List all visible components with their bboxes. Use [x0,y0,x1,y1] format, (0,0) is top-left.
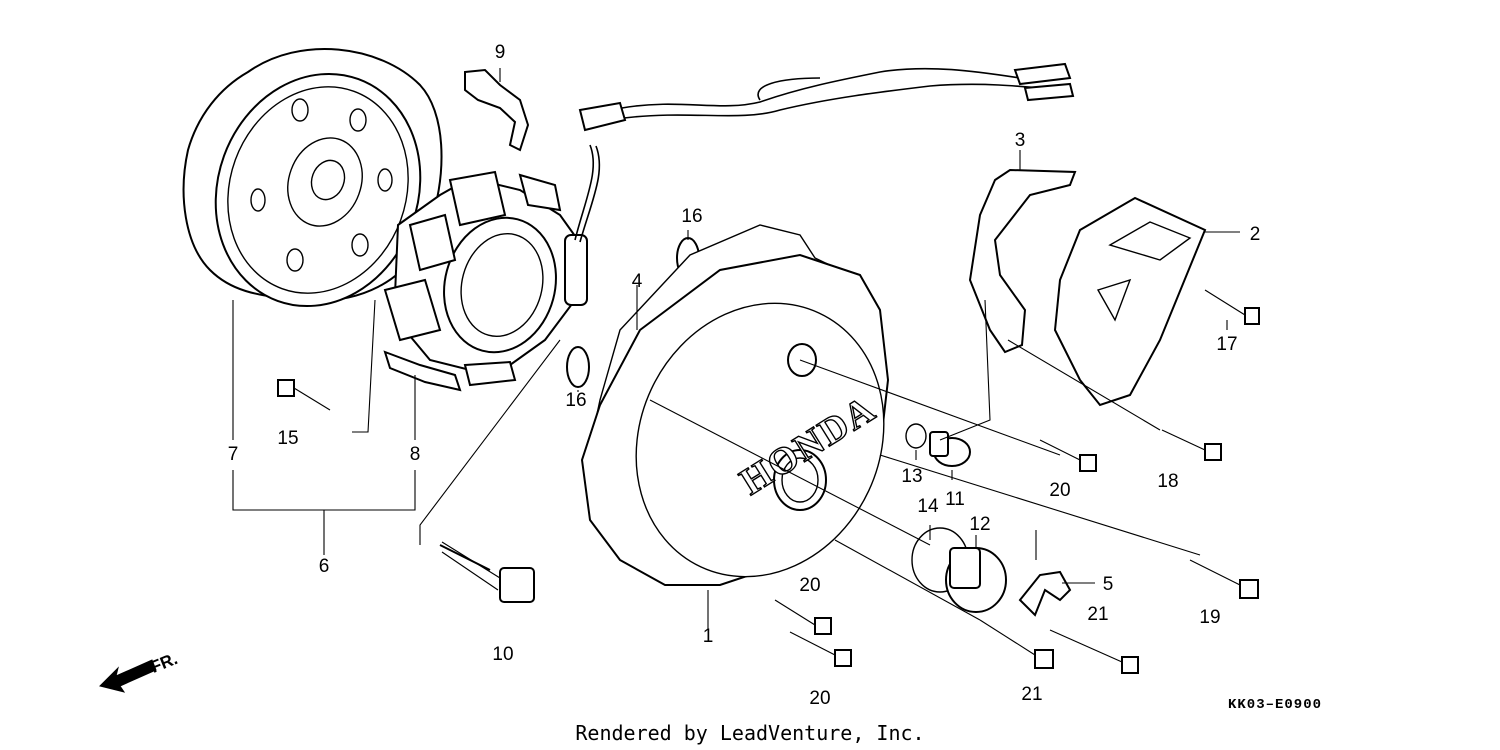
leader-lines [232,68,1240,630]
label-part-21-right: 21 [1087,604,1108,625]
label-part-21-bottom: 21 [1021,684,1042,705]
bolts [277,289,1260,674]
front-label: FR. [148,649,181,677]
label-part-16-lower: 16 [565,390,586,411]
label-part-5: 5 [1103,574,1114,595]
label-part-20-bottom: 20 [809,688,830,709]
label-part-16-upper: 16 [681,206,702,227]
left-crankcase-cover: HONDA [580,253,890,586]
label-part-2: 2 [1250,224,1261,245]
label-part-1: 1 [703,626,714,647]
front-direction-indicator: FR. [99,649,181,693]
label-part-17: 17 [1216,334,1237,355]
wire-clip [464,68,530,152]
label-part-12: 12 [969,514,990,535]
flywheel [182,48,443,308]
sprocket-cover [1053,196,1207,407]
label-part-6: 6 [319,556,330,577]
label-part-8: 8 [410,444,421,465]
timing-hole-cap-parts [905,423,1007,613]
wire-harness [574,62,1075,243]
label-part-7: 7 [228,444,239,465]
label-part-4: 4 [632,271,643,292]
label-part-3: 3 [1015,130,1026,151]
cable-clamp [1018,570,1072,617]
credit-text: Rendered by LeadVenture, Inc. [575,721,924,745]
label-part-19: 19 [1199,607,1220,628]
stator [383,170,588,392]
label-part-11: 11 [945,489,965,510]
arrow-icon [99,659,157,693]
label-part-10: 10 [492,644,513,665]
label-part-18: 18 [1157,471,1178,492]
label-part-13: 13 [901,466,922,487]
stay-plate [968,168,1077,354]
label-part-20-right: 20 [1049,480,1070,501]
label-part-9: 9 [495,42,506,63]
label-part-20-mid: 20 [799,575,820,596]
label-part-14: 14 [917,496,939,517]
label-part-15: 15 [277,428,298,449]
diagram-code: KK03–E0900 [1228,697,1322,713]
